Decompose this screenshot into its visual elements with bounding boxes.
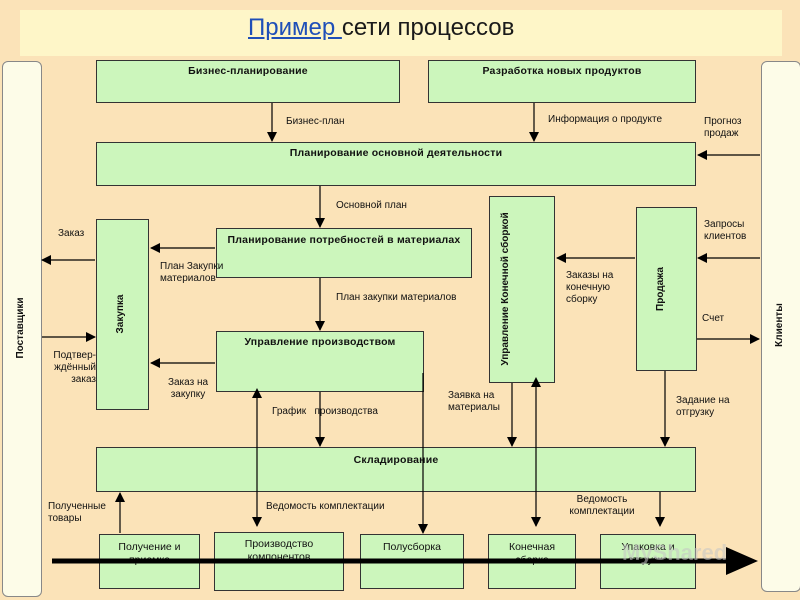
suppliers-panel: [2, 61, 42, 597]
warehousing-box: Складирование: [96, 447, 696, 492]
final-assembly-mgmt-box: [489, 196, 555, 383]
label-shipping-task: Задание на отгрузку: [676, 395, 730, 418]
purchasing-box: [96, 219, 149, 410]
label-received-goods: Полученные товары: [48, 501, 106, 524]
label-confirmed-order: Подтвер-ждённый заказ: [53, 350, 96, 385]
clients-panel: [761, 61, 800, 592]
label-sales-forecast: Прогноз продаж: [704, 116, 742, 139]
sales-box: [636, 207, 697, 371]
label-purchase-plan: План Закупки материалов: [160, 261, 224, 284]
label-material-purchase-plan: План закупки материалов: [336, 292, 457, 303]
mrp-box: Планирование потребностей в материалах: [216, 228, 472, 278]
production-mgmt-box: Управление производством: [216, 331, 424, 392]
label-picking-list-2: Ведомость комплектации: [569, 494, 635, 517]
label-picking-list-1: Ведомость комплектации: [266, 501, 385, 512]
watermark-logo: MyShared: [622, 540, 728, 565]
label-customer-requests: Запросы клиентов: [704, 219, 747, 242]
operations-planning-box: Планирование основной деятельности: [96, 142, 696, 186]
title-link[interactable]: Пример: [248, 14, 342, 41]
label-production-schedule: График производства: [272, 406, 378, 417]
label-business-plan: Бизнес-план: [286, 116, 345, 127]
label-final-assembly-orders: Заказы на конечную сборку: [566, 270, 614, 305]
mrp-label: Планирование потребностей в материалах: [227, 234, 461, 246]
business-planning-label: Бизнес-планирование: [188, 65, 308, 77]
label-product-info: Информация о продукте: [548, 114, 663, 125]
new-products-label: Разработка новых продуктов: [482, 65, 642, 77]
production-mgmt-label: Управление производством: [244, 336, 396, 348]
page-title: Пример сети процессов: [248, 14, 514, 42]
label-material-request: Заявка на материалы: [448, 390, 500, 413]
label-master-plan: Основной план: [336, 200, 407, 211]
label-order: Заказ: [58, 228, 85, 239]
warehousing-label: Складирование: [353, 454, 439, 466]
label-invoice: Счет: [702, 313, 725, 324]
title-bar: [20, 10, 782, 56]
label-purchase-request: Заказ на закупку: [167, 377, 209, 400]
new-products-box: Разработка новых продуктов: [428, 60, 696, 103]
flow-arrowhead: [726, 547, 758, 575]
operations-planning-label: Планирование основной деятельности: [289, 147, 503, 159]
business-planning-box: Бизнес-планирование: [96, 60, 400, 103]
title-rest: сети процессов: [341, 14, 515, 41]
subassembly-label: Полусборка: [382, 541, 442, 553]
